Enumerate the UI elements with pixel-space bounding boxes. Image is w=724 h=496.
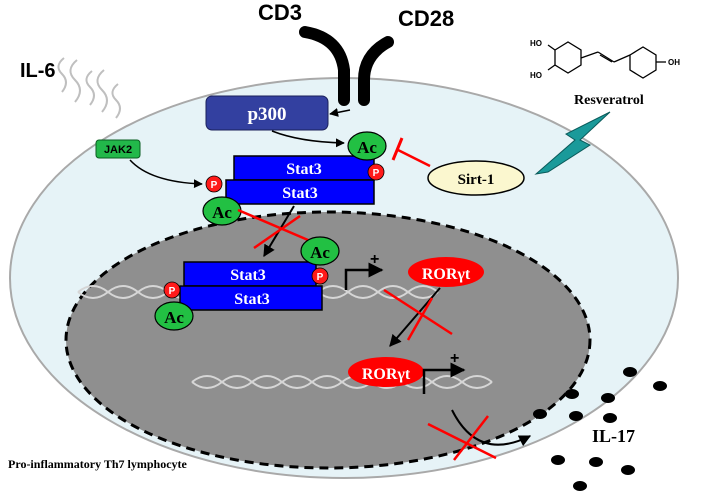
phospho-bottom-left-label: P (211, 180, 218, 191)
nuclear-acetyl-bottom (154, 301, 194, 331)
plus-upper: + (370, 251, 379, 268)
resveratrol-molecule-icon (547, 41, 666, 79)
stat3-top-box (233, 155, 375, 181)
phospho-top-right (367, 163, 385, 181)
arrow-ror-down (389, 287, 441, 347)
p300-label: p300 (247, 104, 286, 125)
ror-lower (348, 357, 424, 387)
block-x-il17 (427, 415, 497, 461)
arrow-p300-to-ac (271, 130, 345, 148)
nuclear-phospho-right (311, 267, 329, 285)
plus-lower: + (450, 350, 459, 367)
cell-caption: Pro-inflammatory Th7 lymphocyte (8, 457, 188, 471)
phospho-bottom-left (205, 175, 223, 193)
arrow-jak2-to-stat3 (129, 159, 203, 189)
lightning-bolt-icon (534, 111, 611, 175)
il17-secreted-dots (533, 367, 667, 491)
nuclear-acetyl-top (300, 236, 340, 266)
nuclear-stat3-bottom-box (179, 285, 323, 311)
il6-label: IL-6 (20, 60, 56, 82)
cd28-label: CD28 (398, 6, 454, 31)
jak2-label: JAK2 (104, 144, 132, 156)
nuclear-stat3-top-box (183, 261, 317, 287)
nuclear-phospho-right-label: P (317, 272, 324, 283)
sirt1-label: Sirt-1 (458, 172, 495, 188)
stat3-top-label: Stat3 (286, 161, 322, 178)
il17-label: IL-17 (592, 426, 635, 446)
nuclear-phospho-left (163, 281, 181, 299)
ror-upper (408, 257, 484, 287)
nuclear-phospho-left-label: P (169, 286, 176, 297)
nuclear-acetyl-bottom-label: Ac (164, 308, 184, 327)
ror-upper-label: RORγt (422, 266, 471, 283)
cd3-receptor (299, 26, 350, 106)
dna-strand-lower (191, 375, 493, 389)
stat3-bottom-label: Stat3 (282, 185, 318, 202)
cd3-label: CD3 (258, 0, 302, 25)
nuclear-stat3-top-label: Stat3 (230, 267, 266, 284)
sirt1-inhibition-line (397, 148, 431, 168)
sirt1-ellipse (427, 160, 525, 196)
cd28-receptor (358, 36, 394, 106)
ror-lower-label: RORγt (362, 366, 411, 383)
acetyl-left-label: Ac (212, 203, 232, 222)
block-x-ror (383, 288, 453, 341)
promoter-arrow-lower (422, 362, 466, 394)
nuclear-stat3-bottom-label: Stat3 (234, 291, 270, 308)
promoter-arrow-upper (344, 262, 384, 290)
ho-bottom-label: HO (530, 71, 542, 80)
nuclear-acetyl-top-label: Ac (310, 243, 330, 262)
acetyl-top-label: Ac (357, 138, 377, 157)
arrow-il17-secretion (451, 409, 532, 447)
acetyl-top (347, 131, 387, 161)
arrow-receptor-to-p300 (329, 107, 351, 117)
il6-cytokine-icon (57, 57, 121, 119)
oh-right-label: OH (668, 58, 680, 67)
p300-box (205, 95, 329, 131)
ho-top-label: HO (530, 39, 542, 48)
sirt1-inhibition-bar (391, 137, 404, 161)
resveratrol-label: Resveratrol (574, 93, 644, 108)
stat3-bottom-box (225, 179, 375, 205)
phospho-top-right-label: P (373, 168, 380, 179)
jak2-box (95, 139, 141, 159)
